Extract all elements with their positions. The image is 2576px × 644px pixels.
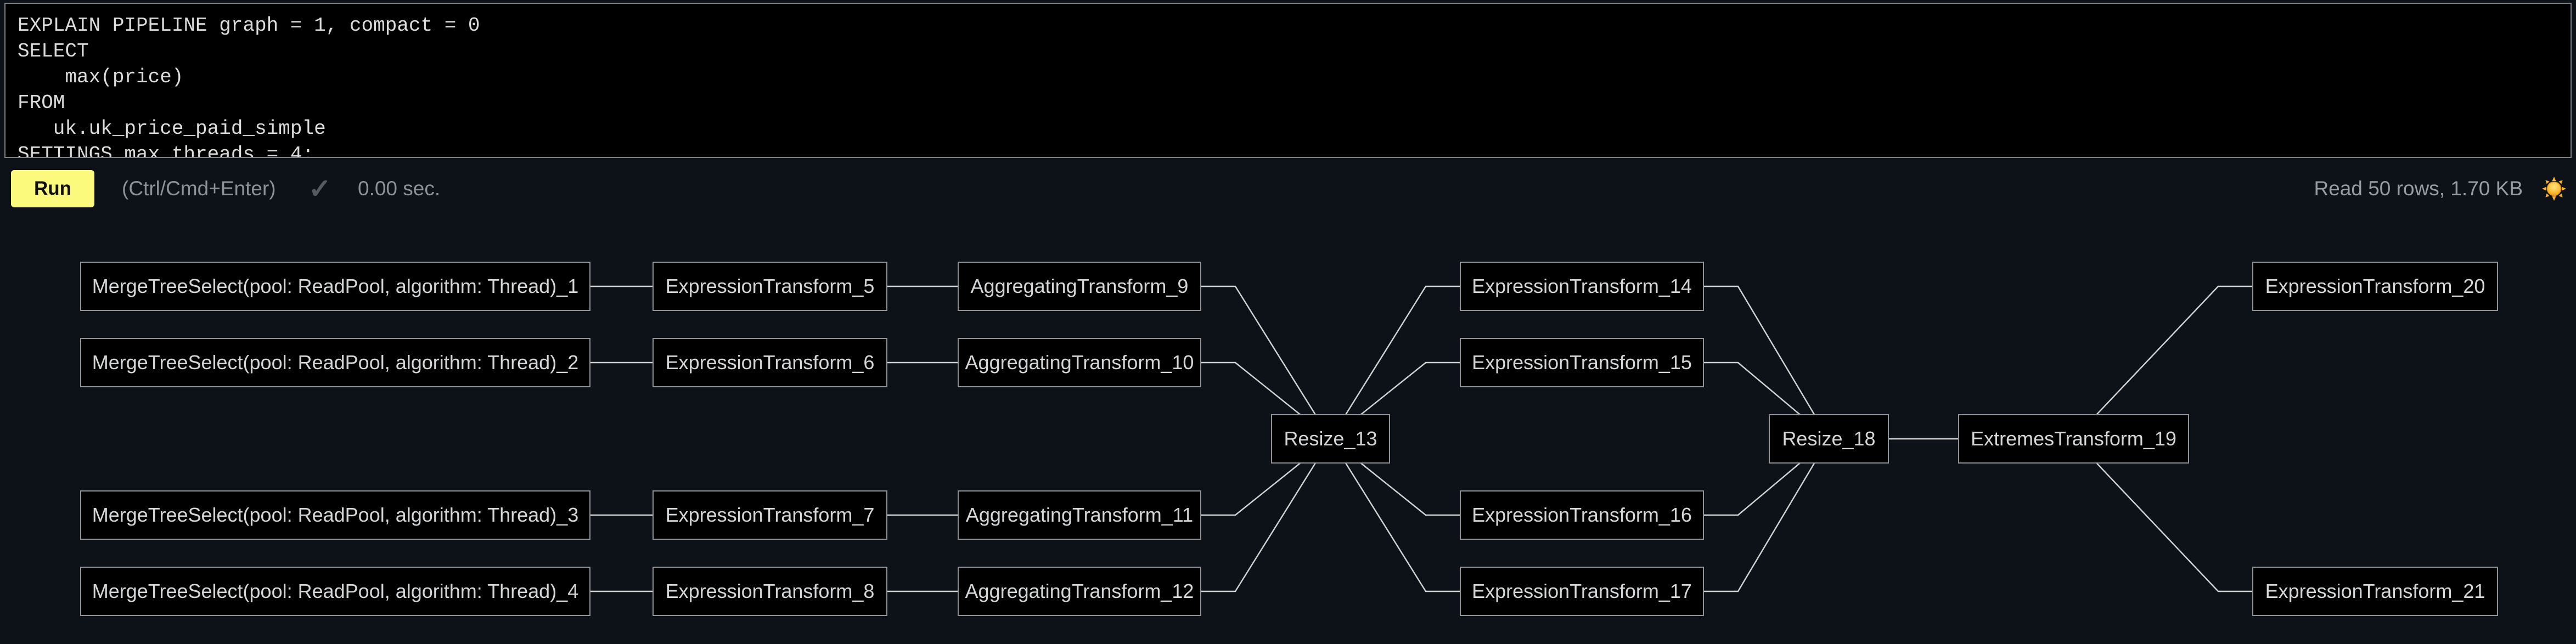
- query-elapsed-time: 0.00 sec.: [358, 177, 441, 200]
- sql-editor[interactable]: EXPLAIN PIPELINE graph = 1, compact = 0 …: [4, 3, 2572, 158]
- pipeline-node-expressiontransform-15: ExpressionTransform_15: [1460, 338, 1704, 387]
- pipeline-node-extremestransform-19: ExtremesTransform_19: [1958, 414, 2189, 464]
- pipeline-node-expressiontransform-6: ExpressionTransform_6: [653, 338, 887, 387]
- pipeline-node-mergetreeselect-2: MergeTreeSelect(pool: ReadPool, algorith…: [80, 338, 590, 387]
- pipeline-node-expressiontransform-17: ExpressionTransform_17: [1460, 567, 1704, 616]
- pipeline-node-expressiontransform-21: ExpressionTransform_21: [2252, 567, 2498, 616]
- pipeline-node-expressiontransform-7: ExpressionTransform_7: [653, 490, 887, 540]
- pipeline-node-mergetreeselect-1: MergeTreeSelect(pool: ReadPool, algorith…: [80, 262, 590, 311]
- pipeline-node-mergetreeselect-3: MergeTreeSelect(pool: ReadPool, algorith…: [80, 490, 590, 540]
- pipeline-node-expressiontransform-5: ExpressionTransform_5: [653, 262, 887, 311]
- pipeline-node-resize-18: Resize_18: [1769, 414, 1889, 464]
- pipeline-node-resize-13: Resize_13: [1271, 414, 1390, 464]
- read-stats: Read 50 rows, 1.70 KB: [2314, 177, 2523, 200]
- pipeline-node-aggregatingtransform-9: AggregatingTransform_9: [958, 262, 1201, 311]
- pipeline-node-aggregatingtransform-11: AggregatingTransform_11: [958, 490, 1201, 540]
- pipeline-node-expressiontransform-16: ExpressionTransform_16: [1460, 490, 1704, 540]
- pipeline-node-expressiontransform-14: ExpressionTransform_14: [1460, 262, 1704, 311]
- pipeline-node-expressiontransform-8: ExpressionTransform_8: [653, 567, 887, 616]
- run-button[interactable]: Run: [11, 170, 94, 207]
- theme-toggle-button[interactable]: [2541, 176, 2567, 201]
- toolbar: Run (Ctrl/Cmd+Enter) ✓ 0.00 sec. Read 50…: [0, 162, 2576, 215]
- pipeline-node-aggregatingtransform-10: AggregatingTransform_10: [958, 338, 1201, 387]
- run-shortcut-hint: (Ctrl/Cmd+Enter): [122, 177, 276, 200]
- success-check-icon: ✓: [308, 173, 331, 204]
- toolbar-right: Read 50 rows, 1.70 KB: [2314, 162, 2567, 215]
- pipeline-node-mergetreeselect-4: MergeTreeSelect(pool: ReadPool, algorith…: [80, 567, 590, 616]
- pipeline-node-expressiontransform-20: ExpressionTransform_20: [2252, 262, 2498, 311]
- pipeline-node-aggregatingtransform-12: AggregatingTransform_12: [958, 567, 1201, 616]
- sun-icon: [2542, 177, 2566, 201]
